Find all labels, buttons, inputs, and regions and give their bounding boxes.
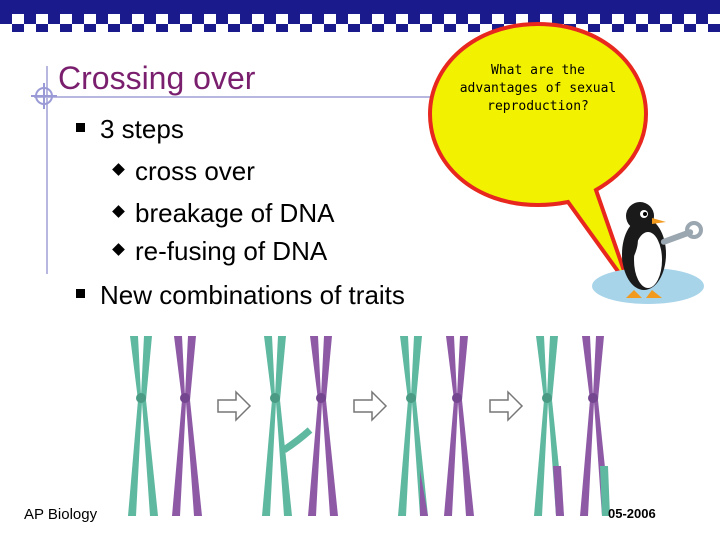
crosshair-icon [31, 83, 57, 109]
arrow-right-icon [217, 390, 252, 422]
chromosome-pair-breakage [398, 336, 474, 516]
sub-bullet-text: breakage of DNA [135, 198, 335, 228]
bullet-new-combinations: New combinations of traits [76, 280, 405, 311]
chromosome-diagram [128, 336, 610, 516]
slide-title: Crossing over [58, 60, 256, 96]
diamond-bullet-icon [112, 243, 125, 256]
bullet-text: New combinations of traits [100, 280, 405, 310]
sub-bullet-re-fusing: re-fusing of DNA [112, 236, 327, 267]
square-bullet-icon [76, 289, 85, 298]
top-checker-bar [0, 0, 720, 38]
chromosome-pair-recombined [534, 336, 610, 516]
square-bullet-icon [76, 123, 85, 132]
speech-bubble-text: What are the advantages of sexual reprod… [459, 63, 617, 114]
bullet-3-steps: 3 steps [76, 114, 184, 145]
arrow-right-icon [353, 390, 388, 422]
guide-vertical-line [46, 66, 48, 274]
footer-date-label: 05-2006 [608, 506, 656, 521]
footer-course-label: AP Biology [24, 506, 98, 523]
sub-bullet-cross-over: cross over [112, 156, 255, 187]
guide-horizontal-line [34, 96, 454, 98]
bullet-text: 3 steps [100, 114, 184, 144]
diamond-bullet-icon [112, 163, 125, 176]
speech-bubble [427, 21, 649, 290]
sub-bullet-text: re-fusing of DNA [135, 236, 328, 266]
arrow-right-icon [489, 390, 524, 422]
chromosome-pair-crossing [262, 336, 338, 516]
sub-bullet-breakage: breakage of DNA [112, 198, 334, 229]
chromosome-pair-before [128, 336, 202, 516]
penguin-with-wrench-illustration [592, 202, 704, 304]
sub-bullet-text: cross over [135, 156, 255, 186]
diamond-bullet-icon [112, 205, 125, 218]
